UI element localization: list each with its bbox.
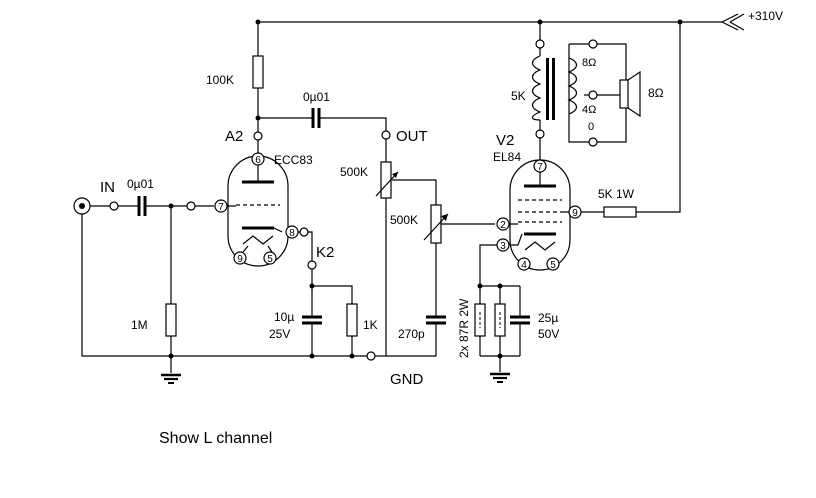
pin-v2-grid: 2 [500, 220, 506, 231]
tube-v1-icon [221, 155, 289, 267]
tone-cap-label: 270p [398, 327, 425, 341]
pin-plate: 6 [255, 155, 261, 166]
pin-v2-cathode: 3 [500, 241, 506, 252]
cathode-resistor-v2-label: 2x 87R 2W [457, 298, 471, 358]
speaker-label: 8Ω [648, 86, 664, 100]
pin-heater-a: 9 [237, 254, 243, 265]
plate-resistor-label: 100K [206, 73, 234, 87]
cathode-cap-voltage: 25V [269, 327, 290, 341]
junction-dots [168, 19, 683, 359]
tube-v2-name: V2 [496, 132, 514, 149]
tube-v2-icon [509, 159, 574, 271]
cathode-resistor-v1 [346, 303, 358, 337]
cathode-cap-value: 10µ [274, 310, 294, 324]
input-capacitor [137, 196, 147, 216]
transformer-primary-label: 5K [511, 89, 526, 103]
cathode-capacitor-v2 [510, 315, 530, 325]
cathode-cap-v2-voltage: 50V [538, 327, 559, 341]
speaker-icon [619, 70, 641, 118]
cathode-resistor-label: 1K [363, 318, 378, 332]
tube-v1-pins: 6 7 8 9 5 [214, 152, 299, 265]
volume-potentiometer [375, 161, 399, 199]
cathode-resistor-v2-b [494, 303, 506, 337]
pin-heater-b: 5 [267, 254, 273, 265]
grid-leak-resistor [165, 303, 177, 337]
input-jack-icon [73, 197, 91, 215]
cathode-cap-v2-value: 25µ [538, 311, 558, 325]
wiring [81, 13, 745, 372]
tube-v2-pins: 7 2 3 9 4 5 [496, 159, 582, 271]
pin-v2-heater-b: 5 [550, 260, 556, 271]
supply-voltage-label: +310V [748, 9, 783, 23]
terminals [109, 39, 598, 361]
ground-label: GND [390, 371, 424, 388]
pin-v2-plate: 7 [537, 162, 543, 173]
tap-8-label: 8Ω [582, 57, 596, 69]
tube-v2-type: EL84 [493, 150, 521, 164]
tap-4-label: 4Ω [582, 104, 596, 116]
screen-resistor-label: 5K 1W [598, 187, 635, 201]
pin-v2-heater-a: 4 [521, 260, 527, 271]
tap-0-label: 0 [588, 121, 594, 133]
coupling-capacitor [311, 108, 321, 128]
output-transformer-icon [531, 55, 578, 121]
input-cap-label: 0µ01 [127, 177, 154, 191]
screen-resistor [603, 206, 637, 218]
out-label: OUT [396, 128, 428, 145]
input-label: IN [100, 179, 115, 196]
pin-grid: 7 [218, 202, 224, 213]
tone-potentiometer [423, 204, 449, 244]
volume-pot-label: 500K [340, 165, 368, 179]
cathode-label: K2 [316, 244, 334, 261]
tone-pot-label: 500K [390, 213, 418, 227]
tone-capacitor [426, 315, 446, 325]
pin-cathode: 8 [289, 228, 295, 239]
ground-symbol-v2 [490, 372, 510, 383]
plate-label: A2 [225, 128, 243, 145]
plate-resistor [252, 55, 264, 89]
tube-v1-type: ECC83 [274, 153, 313, 167]
ground-symbol-v1 [161, 356, 181, 384]
coupling-cap-label: 0µ01 [303, 90, 330, 104]
cathode-capacitor-v1 [302, 315, 322, 325]
grid-resistor-label: 1M [131, 318, 148, 332]
cathode-resistor-v2-a [474, 303, 486, 337]
caption: Show L channel [159, 430, 273, 447]
pin-v2-screen: 9 [572, 208, 578, 219]
